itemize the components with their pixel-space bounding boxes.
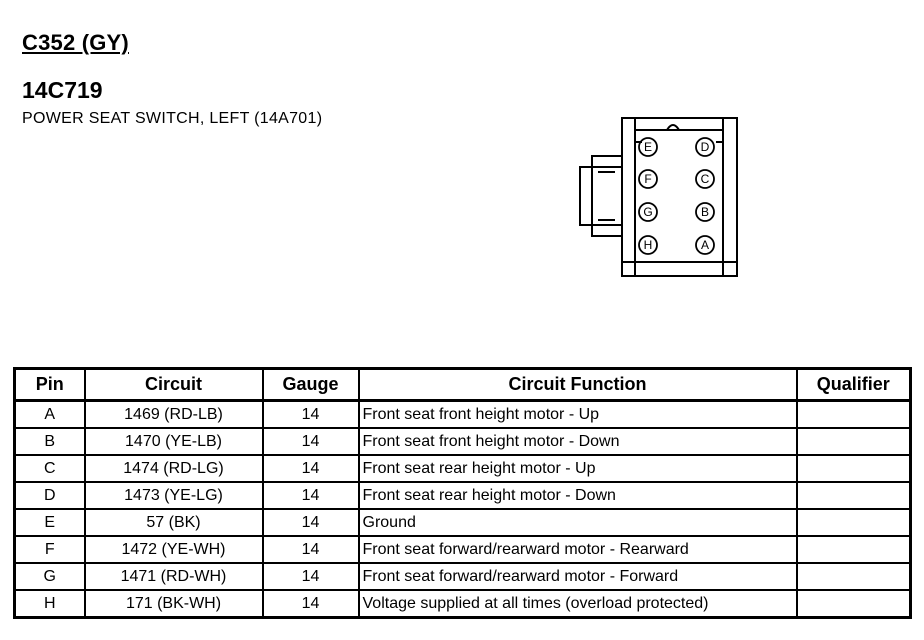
gauge-cell: 14 xyxy=(261,535,360,564)
pin-cell: C xyxy=(13,454,86,483)
column-header-circuit: Circuit xyxy=(83,367,264,402)
pin-cell: E xyxy=(13,508,86,537)
connector-face-diagram: E F G H D C B A xyxy=(579,117,738,277)
circuit-function-cell: Ground xyxy=(357,508,798,537)
table-header-row: Pin Circuit Gauge Circuit Function Quali… xyxy=(13,367,912,402)
component-description: POWER SEAT SWITCH, LEFT (14A701) xyxy=(22,110,323,127)
gauge-cell: 14 xyxy=(261,589,360,619)
pin-label: D xyxy=(701,140,710,154)
circuit-cell: 1469 (RD-LB) xyxy=(83,399,264,429)
circuit-function-cell: Front seat front height motor - Up xyxy=(357,399,798,429)
gauge-cell: 14 xyxy=(261,454,360,483)
pin-label: E xyxy=(644,140,652,154)
qualifier-cell xyxy=(795,454,912,483)
pin-circle xyxy=(695,137,715,157)
column-header-pin: Pin xyxy=(13,367,86,402)
qualifier-cell xyxy=(795,535,912,564)
pin-cell: H xyxy=(13,589,86,619)
pin-cell: G xyxy=(13,562,86,591)
pin-cell: D xyxy=(13,481,86,510)
circuit-function-cell: Voltage supplied at all times (overload … xyxy=(357,589,798,619)
circuit-function-cell: Front seat forward/rearward motor - Forw… xyxy=(357,562,798,591)
pin-label: C xyxy=(701,172,710,186)
qualifier-cell xyxy=(795,508,912,537)
qualifier-cell xyxy=(795,481,912,510)
pin-cell: B xyxy=(13,427,86,456)
circuit-cell: 57 (BK) xyxy=(83,508,264,537)
gauge-cell: 14 xyxy=(261,399,360,429)
pin-cell: A xyxy=(13,399,86,429)
pin-label: G xyxy=(643,205,652,219)
pin-circle xyxy=(695,202,715,222)
circuit-cell: 1472 (YE-WH) xyxy=(83,535,264,564)
pin-circle xyxy=(638,169,658,189)
column-header-circuit-function: Circuit Function xyxy=(357,367,798,402)
pin-cell: F xyxy=(13,535,86,564)
gauge-cell: 14 xyxy=(261,427,360,456)
circuit-function-cell: Front seat front height motor - Down xyxy=(357,427,798,456)
qualifier-cell xyxy=(795,589,912,619)
gauge-cell: 14 xyxy=(261,562,360,591)
pin-circle xyxy=(638,137,658,157)
gauge-cell: 14 xyxy=(261,508,360,537)
connector-id: C352 (GY) xyxy=(22,30,129,55)
part-number: 14C719 xyxy=(22,77,103,103)
pin-label: B xyxy=(701,205,709,219)
qualifier-cell xyxy=(795,562,912,591)
pin-circle xyxy=(695,169,715,189)
qualifier-cell xyxy=(795,427,912,456)
pinout-table: Pin Circuit Gauge Circuit Function Quali… xyxy=(13,367,912,619)
pin-label: A xyxy=(701,238,709,252)
qualifier-cell xyxy=(795,399,912,429)
circuit-cell: 1471 (RD-WH) xyxy=(83,562,264,591)
pin-label: F xyxy=(644,172,651,186)
column-header-qualifier: Qualifier xyxy=(795,367,912,402)
circuit-function-cell: Front seat rear height motor - Up xyxy=(357,454,798,483)
pin-circle xyxy=(695,235,715,255)
circuit-cell: 1474 (RD-LG) xyxy=(83,454,264,483)
circuit-function-cell: Front seat forward/rearward motor - Rear… xyxy=(357,535,798,564)
circuit-function-cell: Front seat rear height motor - Down xyxy=(357,481,798,510)
column-header-gauge: Gauge xyxy=(261,367,360,402)
pin-circle xyxy=(638,202,658,222)
circuit-cell: 1470 (YE-LB) xyxy=(83,427,264,456)
circuit-cell: 171 (BK-WH) xyxy=(83,589,264,619)
pin-label: H xyxy=(644,238,653,252)
pin-circle xyxy=(638,235,658,255)
gauge-cell: 14 xyxy=(261,481,360,510)
circuit-cell: 1473 (YE-LG) xyxy=(83,481,264,510)
